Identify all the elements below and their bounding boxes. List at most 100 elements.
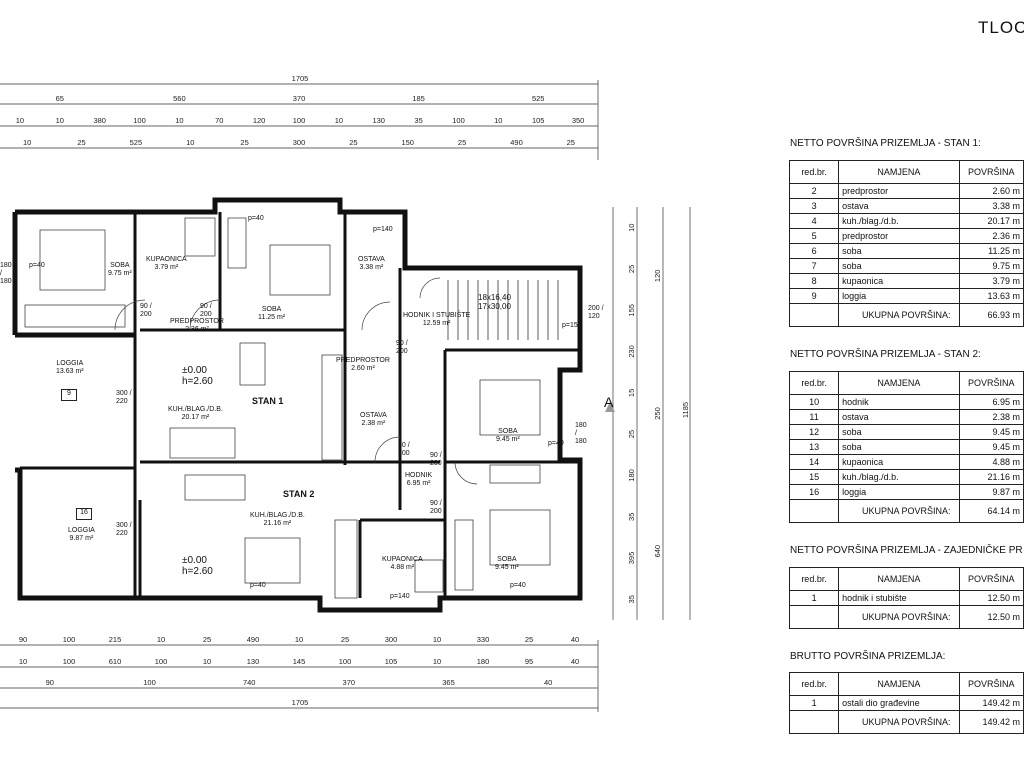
- opening-label: p=40: [248, 215, 264, 222]
- col-header-no: red.br.: [788, 567, 840, 591]
- dimension-label: 25: [525, 635, 533, 644]
- dimension-label: 10: [186, 138, 194, 147]
- dimension-label: 395: [627, 552, 636, 565]
- table-heading-common: NETTO POVRŠINA PRIZEMLJA - ZAJEDNIČKE PR: [790, 545, 1023, 556]
- dimension-label: 100: [143, 678, 156, 687]
- dimension-label: 25: [341, 635, 349, 644]
- dimension-label: 10: [494, 116, 502, 125]
- col-header-name: NAMJENA: [838, 371, 960, 395]
- dimension-label: 370: [293, 94, 306, 103]
- dimension-label: 105: [385, 657, 398, 666]
- opening-label: 90 / 200: [200, 303, 212, 318]
- dimension-label: 10: [19, 657, 27, 666]
- dimension-label: 25: [567, 138, 575, 147]
- dimension-total-label: 1705: [292, 698, 309, 707]
- dimension-label: 370: [343, 678, 356, 687]
- dimension-label: 10: [433, 657, 441, 666]
- dimension-label: 150: [401, 138, 414, 147]
- opening-label: 300 / 220: [116, 522, 132, 537]
- dimension-label: 25: [240, 138, 248, 147]
- dimension-label: 10: [16, 116, 24, 125]
- table-heading-brutto: BRUTTO POVRŠINA PRIZEMLJA:: [790, 651, 946, 662]
- opening-label: 90 / 200: [430, 500, 442, 515]
- col-header-area: POVRŠINA: [958, 567, 1024, 591]
- dimension-label: 10: [433, 635, 441, 644]
- dimension-label: 25: [627, 430, 636, 438]
- dimension-label: 65: [56, 94, 64, 103]
- dimension-label: 130: [372, 116, 385, 125]
- dimension-label: 35: [414, 116, 422, 125]
- dimension-label: 250: [653, 407, 662, 420]
- col-header-area: POVRŠINA: [958, 160, 1024, 184]
- dimension-label: 120: [253, 116, 266, 125]
- dimension-label: 610: [109, 657, 122, 666]
- dimension-label: 10: [175, 116, 183, 125]
- room-kuh-2: KUH./BLAG./D.B.21.16 m²: [250, 512, 305, 527]
- opening-label: p=40: [548, 440, 564, 447]
- dimension-label: 70: [215, 116, 223, 125]
- dimension-total-label: 1705: [292, 74, 309, 83]
- dimension-label: 640: [653, 545, 662, 558]
- dimension-label: 40: [544, 678, 552, 687]
- room-kuh-1: KUH./BLAG./D.B.20.17 m²: [168, 406, 223, 421]
- dimension-label: 25: [203, 635, 211, 644]
- dimension-label: 10: [335, 116, 343, 125]
- dimension-label: 490: [247, 635, 260, 644]
- dimension-label: 100: [63, 657, 76, 666]
- apartment-label-stan-1: STAN 1: [252, 396, 284, 406]
- dimension-label: 490: [510, 138, 523, 147]
- dimension-label: 155: [627, 304, 636, 317]
- opening-label: p=40: [29, 262, 45, 269]
- col-header-name: NAMJENA: [838, 567, 960, 591]
- loggia-1-tag: 9: [61, 389, 77, 401]
- dimension-label: 525: [532, 94, 545, 103]
- dimension-label: 40: [571, 657, 579, 666]
- dimension-label: 180: [477, 657, 490, 666]
- dimension-label: 15: [627, 389, 636, 397]
- dimension-label: 25: [349, 138, 357, 147]
- dimension-label: 25: [77, 138, 85, 147]
- dimension-label: 100: [133, 116, 146, 125]
- opening-label: p=40: [510, 582, 526, 589]
- dimension-label: 350: [572, 116, 585, 125]
- opening-label: p=140: [373, 226, 393, 233]
- opening-label: 70 / 200: [398, 442, 410, 457]
- table-total-row: UKUPNA POVRŠINA:66.93 m: [788, 303, 1024, 327]
- dimension-label: 10: [295, 635, 303, 644]
- door-swings: [114, 277, 478, 485]
- col-header-area: POVRŠINA: [958, 371, 1024, 395]
- dimension-label: 25: [627, 265, 636, 273]
- dimension-label: 95: [525, 657, 533, 666]
- dimension-label: 10: [23, 138, 31, 147]
- opening-label: 200 / 120: [588, 305, 604, 320]
- dimension-label: 380: [93, 116, 106, 125]
- dimension-label: 740: [243, 678, 256, 687]
- dimension-label: 90: [46, 678, 54, 687]
- dimension-label: 40: [571, 635, 579, 644]
- dimension-label: 100: [452, 116, 465, 125]
- table-heading-stan-1: NETTO POVRŠINA PRIZEMLJA - STAN 1:: [790, 138, 981, 149]
- loggia-2-tag: 16: [76, 508, 92, 520]
- table-total-row: UKUPNA POVRŠINA:149.42 m: [788, 710, 1024, 734]
- dimension-label: 300: [293, 138, 306, 147]
- table-total-row: UKUPNA POVRŠINA:64.14 m: [788, 499, 1024, 523]
